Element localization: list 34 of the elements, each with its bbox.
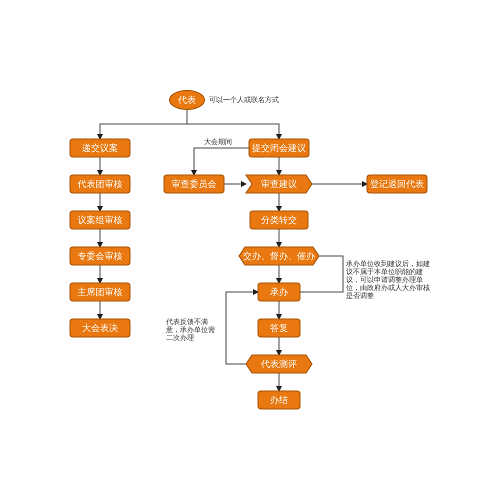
connector-arrow [97, 264, 103, 284]
connector-arrow [276, 264, 282, 284]
connector-arrow [276, 336, 282, 356]
process-hexagon: 代表测评 [246, 355, 312, 373]
process-box: 答复 [258, 319, 300, 337]
process-box: 递交议案 [70, 139, 130, 157]
process-box: 分类转交 [250, 211, 308, 229]
process-box: 主席团审核 [70, 283, 130, 301]
connector-arrow [97, 228, 103, 248]
connector-arrow [276, 300, 282, 320]
process-box: 议案组审核 [70, 211, 130, 229]
connector-arrow [97, 300, 103, 320]
connector-arrow [276, 156, 282, 176]
process-hexagon: 交办、督办、催办 [239, 247, 319, 265]
connector-arrow [276, 372, 282, 392]
process-box: 代表团审核 [70, 175, 130, 193]
process-box: 专委会审核 [70, 247, 130, 265]
connector-arrow [97, 192, 103, 212]
connector-arrow [312, 181, 368, 187]
connector-arrow [186, 110, 282, 140]
process-box: 提交闭会建议 [249, 139, 309, 157]
connector-arrow [224, 181, 247, 187]
connector-arrow [276, 228, 282, 248]
process-box: 审查委员会 [164, 175, 224, 193]
process-box: 承办 [258, 283, 300, 301]
process-box: 登记退回代表 [367, 175, 427, 193]
process-box: 办结 [258, 391, 300, 409]
connector-arrow [276, 192, 282, 212]
process-banner: 审查建议 [246, 175, 312, 193]
start-ellipse: 代表 [169, 90, 205, 110]
connector-arrow [97, 156, 103, 176]
connector-arrow [191, 148, 250, 176]
process-box: 大会表决 [70, 319, 130, 337]
connector-arrow [226, 289, 259, 364]
